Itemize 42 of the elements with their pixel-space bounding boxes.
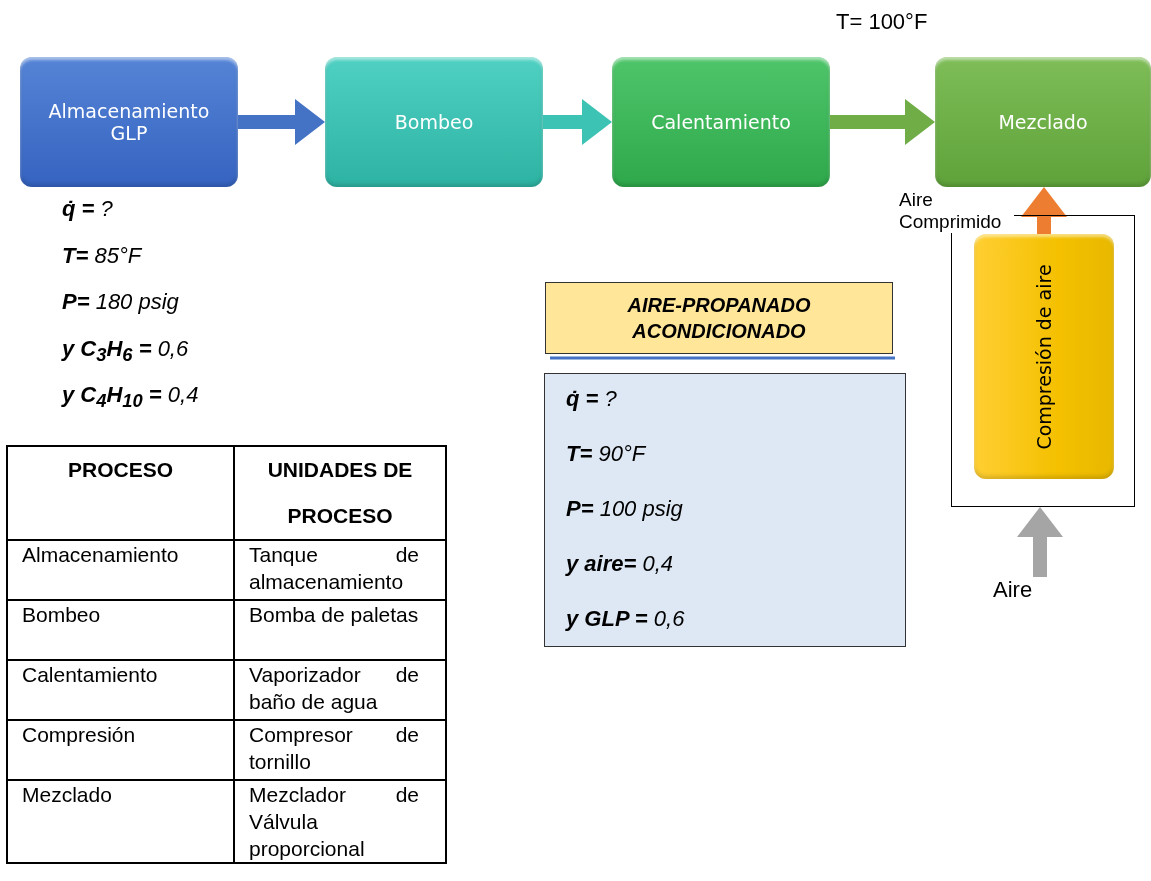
box-label: Bombeo — [393, 111, 475, 133]
box-label: Calentamiento — [650, 111, 792, 133]
table-cell: Bomba de paletas — [234, 600, 446, 660]
table-cell: Mezclado — [7, 780, 234, 863]
box-label: Almacenamiento GLP — [47, 100, 211, 144]
data-line: q̇ = ? — [62, 196, 113, 222]
box-label: Mezclado — [997, 111, 1089, 133]
table-cell: Mezclador de Válvula proporcional — [234, 780, 446, 863]
arrow — [238, 99, 325, 145]
table-cell: Almacenamiento — [7, 540, 234, 600]
data-line: q̇ = ? — [566, 386, 617, 412]
flow-label: Aire — [993, 577, 1053, 605]
box-label: Compresión de aire — [1033, 262, 1055, 452]
data-line: P= 100 psig — [566, 496, 683, 522]
table-cell: Tanque de almacenamiento — [234, 540, 446, 600]
title-banner — [545, 282, 893, 354]
header-cell: UNIDADES DE PROCESO — [234, 446, 446, 540]
data-line: y C$_{4}$H$_{10}$ = 0,4 — [62, 382, 199, 413]
process-box — [935, 57, 1151, 187]
arrow — [543, 99, 612, 145]
temperature-note: T= 100°F — [836, 9, 928, 35]
data-line: P= 180 psig — [62, 289, 179, 315]
banner-title: AIRE-PROPANADO ACONDICIONADO — [626, 293, 812, 344]
arrow — [1017, 507, 1063, 577]
table-cell: Compresión — [7, 720, 234, 780]
table-cell: Vaporizador de baño de agua — [234, 660, 446, 720]
data-line: y C$_{3}$H$_{6}$ = 0,6 — [62, 335, 189, 366]
table-cell: Compresor de tornillo — [234, 720, 446, 780]
process-box — [974, 234, 1114, 479]
process-box — [20, 57, 238, 187]
data-line: y GLP = 0,6 — [566, 606, 685, 632]
header-cell: PROCESO — [7, 446, 234, 540]
process-box — [325, 57, 543, 187]
data-line: y aire= 0,4 — [566, 551, 674, 577]
table-cell: Bombeo — [7, 600, 234, 660]
data-panel — [544, 373, 906, 647]
table-cell: Calentamiento — [7, 660, 234, 720]
process-box — [612, 57, 830, 187]
arrow — [1021, 187, 1067, 234]
data-line: T= 90°F — [566, 441, 646, 467]
arrow — [830, 99, 935, 145]
data-line: T= 85°F — [62, 242, 142, 269]
